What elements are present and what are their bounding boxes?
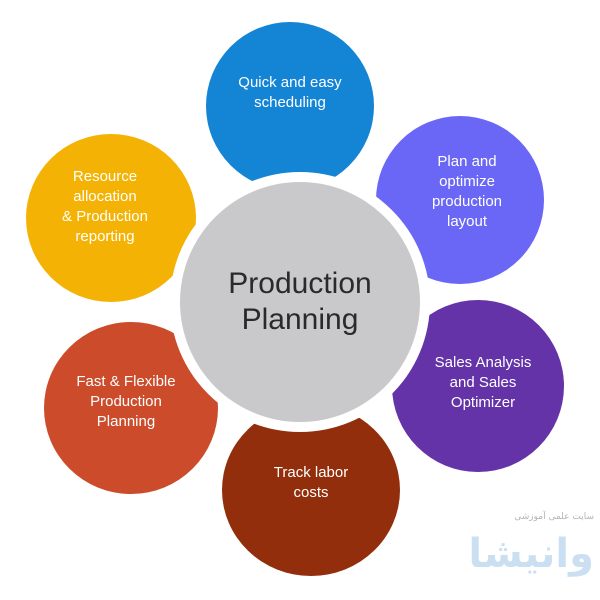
node-resource-allocation: Resource allocation & Production reporti…	[26, 134, 196, 302]
node-quick-scheduling: Quick and easy scheduling	[206, 22, 374, 190]
center-hub: Production Planning	[170, 172, 430, 432]
watermark-logo: وانیشا	[468, 531, 594, 577]
center-label: Production Planning	[228, 267, 372, 336]
node-label: Plan and optimize production layout	[431, 153, 503, 230]
node-track-labor-costs: Track labor costs	[222, 404, 400, 576]
node-label: Sales Analysis and Sales Optimizer	[434, 354, 532, 411]
node-label: Track labor costs	[273, 464, 349, 501]
site-watermark: سایت علمی آموزشی وانیشا	[468, 512, 594, 592]
watermark-caption: سایت علمی آموزشی	[514, 512, 594, 522]
center-circle: Production Planning	[180, 182, 420, 422]
node-label: Resource allocation & Production reporti…	[62, 168, 148, 245]
node-label: Fast & Flexible Production Planning	[76, 373, 176, 430]
node-label: Quick and easy scheduling	[238, 74, 342, 111]
